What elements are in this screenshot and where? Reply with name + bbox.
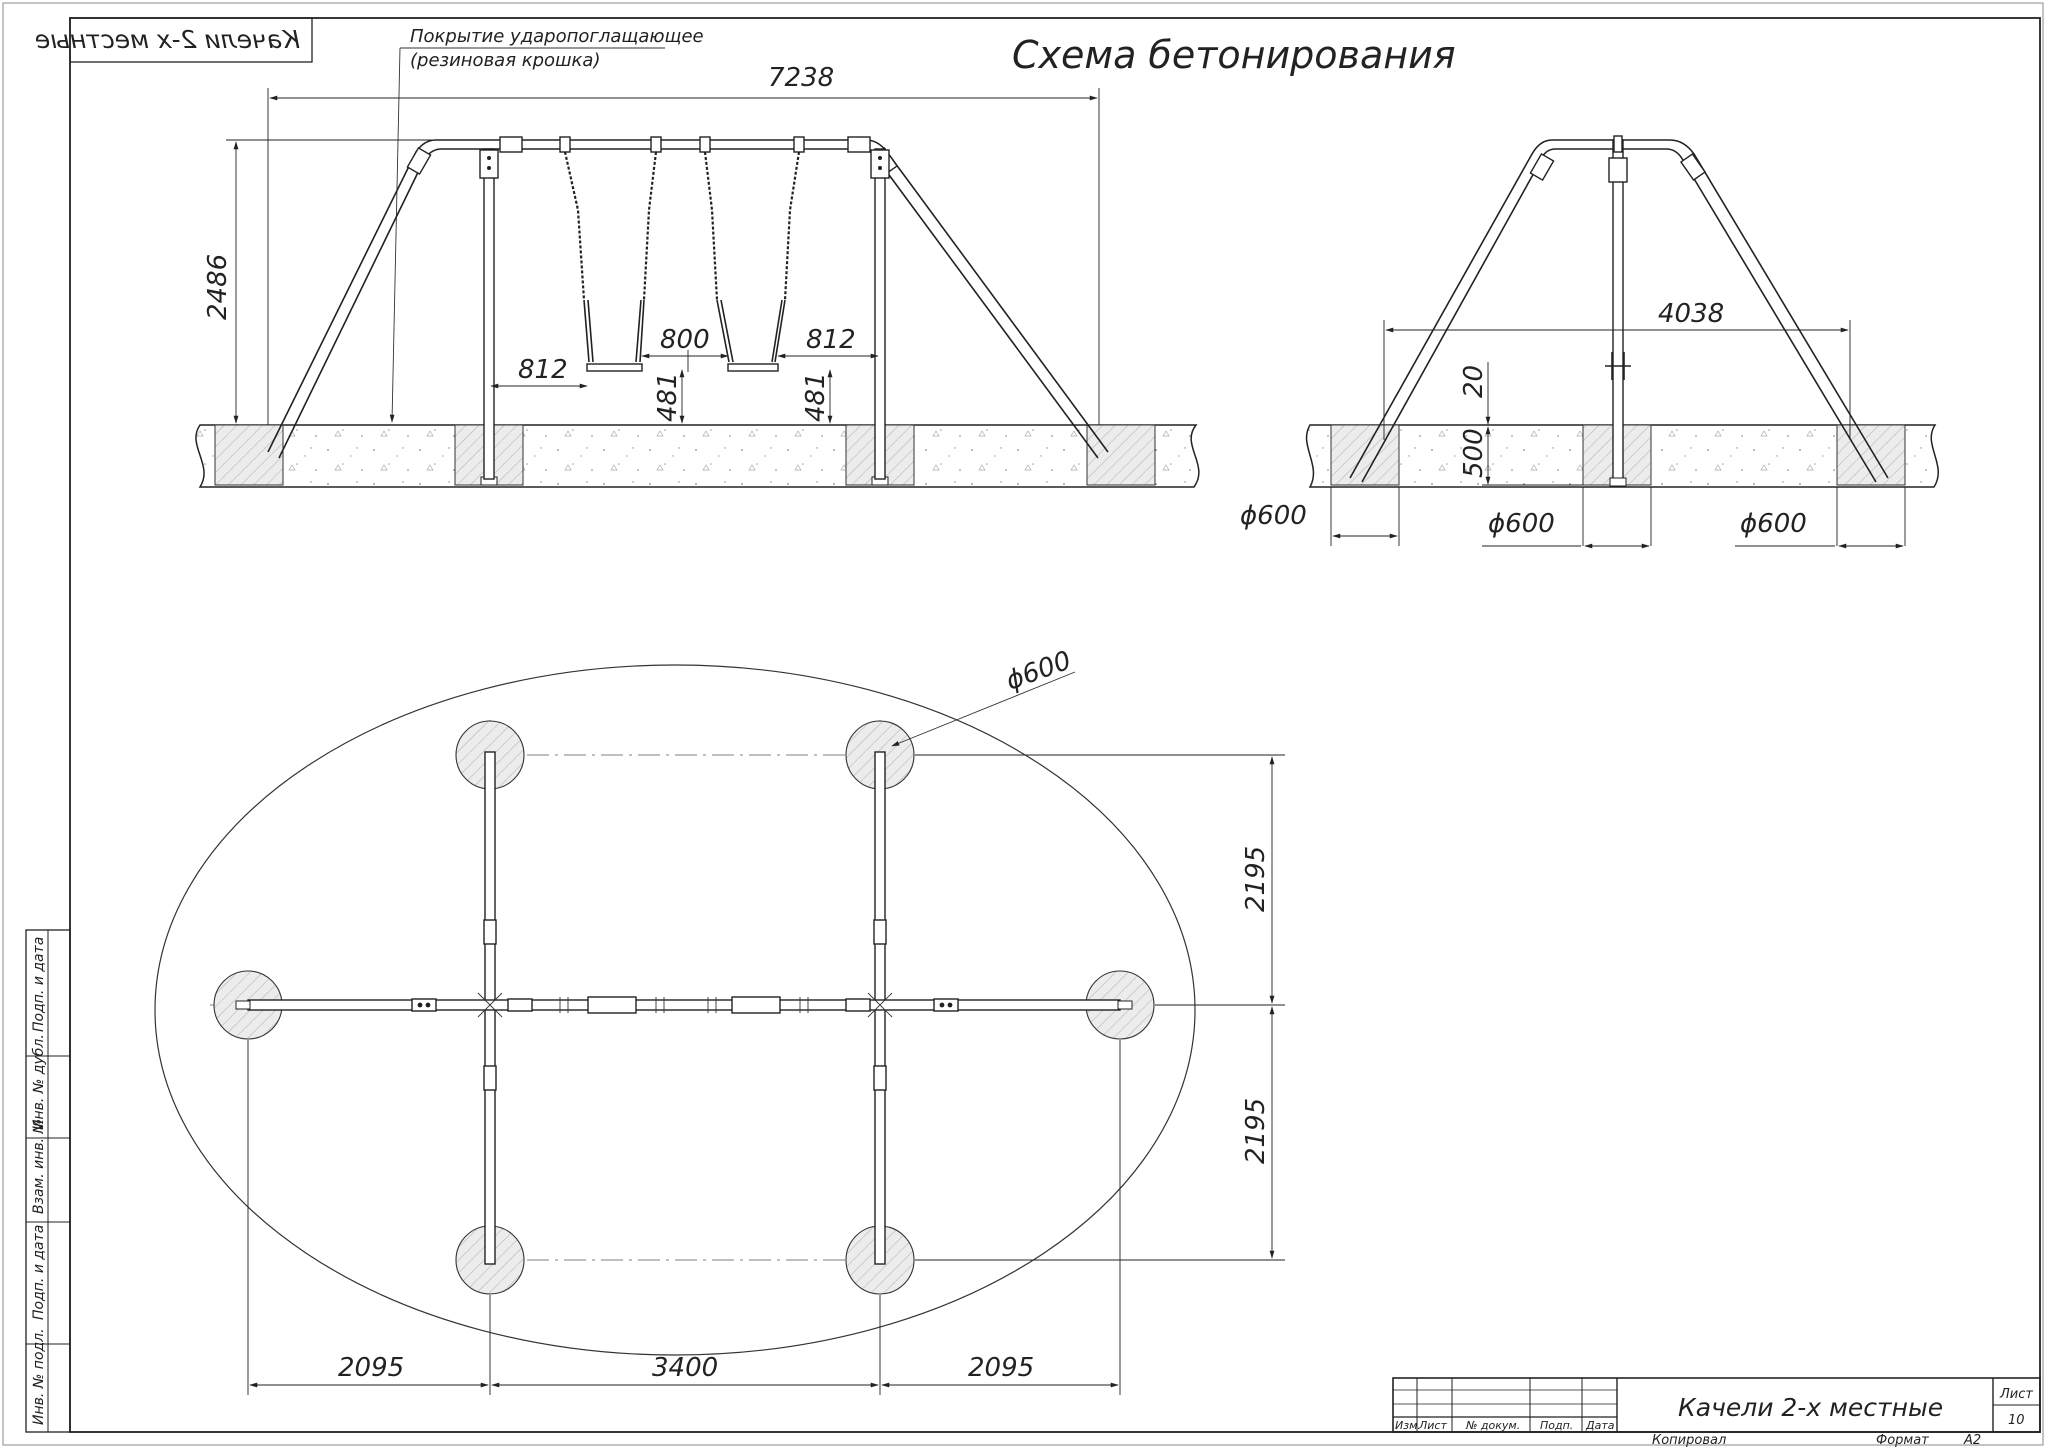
coating-note-line-1: Покрытие ударопоглащающее xyxy=(410,26,704,47)
side-stamp: Подп. и дата Инв. № дубл. Взам. инв. № П… xyxy=(25,929,71,1433)
tb-format-value: А2 xyxy=(1963,1433,1981,1448)
dim-seat-height-left: 481 xyxy=(653,372,683,422)
dim-seat-gap: 800 xyxy=(660,325,710,355)
tb-header-doc: № докум. xyxy=(1465,1419,1520,1432)
dim-height-front: 2486 xyxy=(203,254,233,320)
side-stamp-3: Взам. инв. № xyxy=(31,1119,47,1214)
tb-header-date: Дата xyxy=(1585,1419,1615,1432)
dim-seat-offset-right: 812 xyxy=(806,325,856,355)
front-view: 7238 2486 812 800 812 481 481 xyxy=(195,63,1200,488)
dim-footing-center: ϕ600 xyxy=(1488,509,1555,539)
dim-embed-top: 20 xyxy=(1459,365,1489,398)
dim-footing-right: ϕ600 xyxy=(1740,509,1807,539)
dim-footing-left: ϕ600 xyxy=(1240,501,1307,531)
drawing-frame xyxy=(69,17,2041,1433)
dim-plan-span-lower: 2195 xyxy=(1241,1098,1271,1164)
dim-width-front: 7238 xyxy=(768,63,834,93)
dim-seat-offset-left: 812 xyxy=(518,355,568,385)
post-left xyxy=(483,148,495,480)
dim-width-side: 4038 xyxy=(1658,299,1724,329)
dim-plan-span-upper: 2195 xyxy=(1241,846,1271,912)
dim-plan-bottom-right: 2095 xyxy=(968,1353,1034,1383)
drawing-title: Схема бетонирования xyxy=(1012,33,1456,77)
tb-header-sign: Подп. xyxy=(1540,1419,1573,1432)
plan-view: ϕ600 2195 2195 2095 3400 2095 xyxy=(154,646,1285,1395)
tb-header-list: Лист xyxy=(1418,1419,1447,1432)
side-stamp-1: Подп. и дата xyxy=(31,937,47,1032)
rubber-area-ellipse xyxy=(154,664,1196,1356)
seat-2 xyxy=(727,363,779,372)
dim-plan-footing-diameter: ϕ600 xyxy=(1002,646,1075,697)
side-stamp-4: Подп. и дата xyxy=(31,1225,47,1320)
tb-copied: Копировал xyxy=(1652,1433,1726,1448)
coating-note: Покрытие ударопоглащающее (резиновая кро… xyxy=(389,26,704,423)
footing-4 xyxy=(1086,424,1156,486)
footing-1 xyxy=(214,424,284,486)
ground-slab-front xyxy=(195,424,1200,488)
post-right xyxy=(874,148,886,480)
dim-plan-bottom-left: 2095 xyxy=(338,1353,404,1383)
dim-embed-depth: 500 xyxy=(1459,428,1489,478)
title-block: Изм. Лист № докум. Подп. Дата Качели 2-х… xyxy=(1392,1377,2041,1448)
tb-product-name: Качели 2-х местные xyxy=(1678,1393,1943,1422)
mirrored-stamp: Качели 2-х местные xyxy=(35,17,313,63)
dim-plan-bottom-middle: 3400 xyxy=(652,1353,718,1383)
coating-note-line-2: (резиновая крошка) xyxy=(410,50,600,71)
mirrored-stamp-text: Качели 2-х местные xyxy=(35,25,300,54)
side-stamp-5: Инв. № подл. xyxy=(31,1328,47,1425)
seat-1 xyxy=(586,363,643,372)
side-stamp-2: Инв. № дубл. xyxy=(31,1034,47,1130)
tb-header-izm: Изм. xyxy=(1395,1419,1421,1432)
dim-seat-height-right: 481 xyxy=(801,372,831,422)
tb-sheet-number: 10 xyxy=(2008,1413,2025,1428)
tb-format-label: Формат xyxy=(1876,1433,1929,1448)
side-view: 4038 20 500 ϕ600 ϕ600 ϕ600 xyxy=(1240,135,1939,549)
tb-sheet-label: Лист xyxy=(1999,1387,2033,1402)
